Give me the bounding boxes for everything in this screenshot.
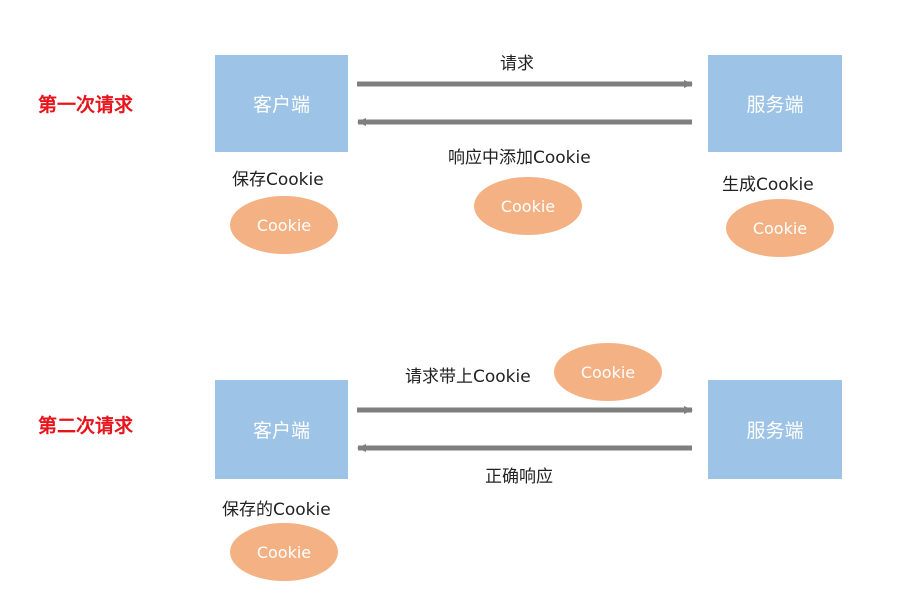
first-server-box: 服务端	[708, 55, 842, 152]
first-response-label: 响应中添加Cookie	[448, 148, 591, 168]
second-client-caption: 保存的Cookie	[222, 500, 331, 520]
first-server-cookie: Cookie	[726, 199, 834, 257]
second-server-box: 服务端	[708, 380, 842, 479]
first-client-cookie: Cookie	[230, 196, 338, 254]
second-request-stage-label: 第二次请求	[38, 415, 134, 437]
first-client-box: 客户端	[215, 55, 348, 152]
second-client-cookie: Cookie	[230, 523, 338, 581]
second-client-box: 客户端	[215, 380, 348, 479]
second-response-label: 正确响应	[485, 467, 553, 487]
first-transit-cookie: Cookie	[474, 177, 582, 235]
first-request-label: 请求	[500, 54, 534, 74]
second-request-cookie: Cookie	[554, 343, 662, 401]
first-client-caption: 保存Cookie	[232, 170, 324, 190]
first-server-caption: 生成Cookie	[722, 175, 814, 195]
first-request-stage-label: 第一次请求	[38, 94, 134, 116]
second-request-label: 请求带上Cookie	[405, 367, 531, 387]
